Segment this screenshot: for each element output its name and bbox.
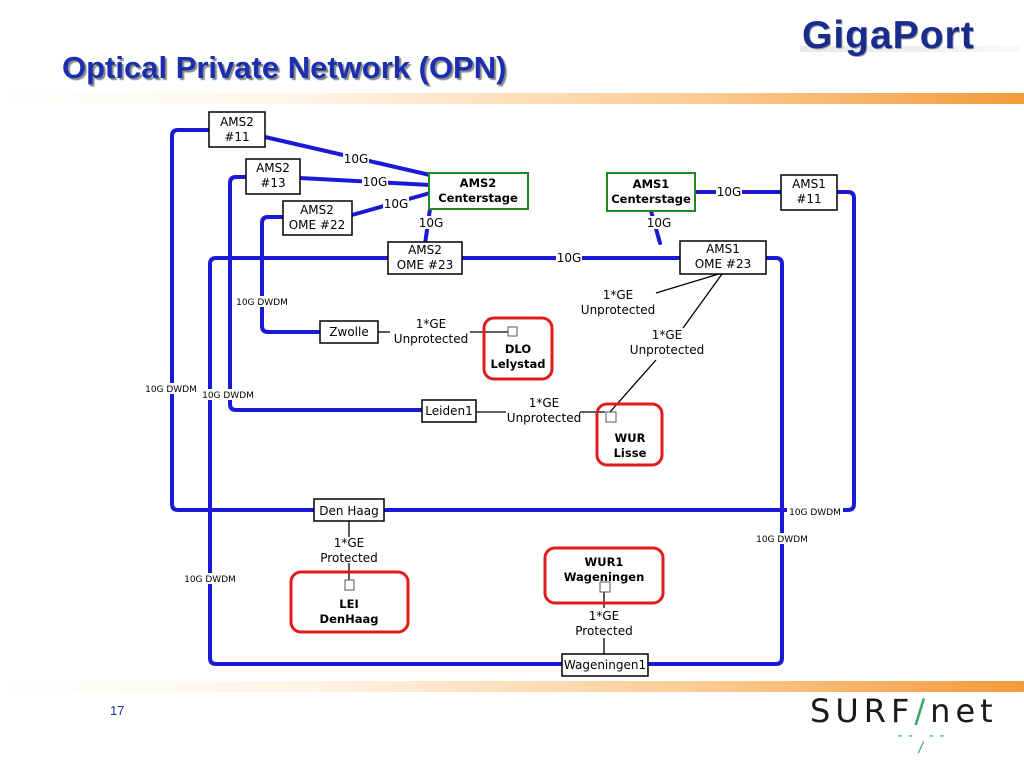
node-ams1-ome23-line2: OME #23	[695, 257, 752, 271]
site-wur1-line1: WUR1	[585, 555, 624, 569]
node-box-wageningen1	[561, 653, 649, 677]
link-dwdm-right-inner	[646, 256, 784, 666]
label-ge-ams1-dlo-line2: Unprotected	[581, 303, 655, 317]
bottom-accent-bar	[0, 681, 1024, 692]
label-dwdm-right-inner: 10G DWDM	[756, 535, 808, 545]
node-leiden1: Leiden1	[425, 404, 472, 418]
label-10g-ams1-center-ome23: 10G	[647, 216, 672, 230]
label-ge-ams1-wur-line2: Unprotected	[630, 343, 704, 357]
node-ams2-11-line2: #11	[224, 130, 249, 144]
site-dlo-line1: DLO	[505, 342, 531, 356]
label-ge-leiden-line1: 1*GE	[529, 396, 560, 410]
label-ge-denhaag-line1: 1*GE	[334, 536, 365, 550]
label-dwdm-right-outer: 10G DWDM	[789, 508, 841, 518]
node-ams1-center-line1: AMS1	[633, 177, 670, 191]
label-ge-denhaag-line2: Protected	[320, 551, 377, 565]
label-ge-ams1-wur-line1: 1*GE	[652, 328, 683, 342]
label-ge-wur1-line2: Protected	[575, 624, 632, 638]
site-ports	[344, 326, 617, 593]
site-wur-lisse-line2: Lisse	[614, 446, 647, 460]
node-zwolle: Zwolle	[329, 325, 368, 339]
node-wageningen1: Wageningen1	[564, 658, 646, 672]
node-ams2-13-line1: AMS2	[256, 161, 290, 175]
link-dwdm-left-outer	[170, 128, 316, 512]
site-box-lei	[289, 570, 410, 634]
label-dwdm-zwolle: 10G DWDM	[236, 298, 288, 308]
node-box-ams2-ome23	[387, 241, 463, 275]
node-ams1-11-line2: #11	[796, 192, 821, 206]
node-box-ams2-13	[245, 158, 301, 195]
label-dwdm-left-inner: 10G DWDM	[202, 391, 254, 401]
node-ams2-ome22-line2: OME #22	[289, 218, 346, 232]
node-ams2-11-line1: AMS2	[220, 115, 254, 129]
label-10g-ome23-ome23: 10G	[557, 251, 582, 265]
gigaport-logo: GigaPort	[802, 14, 975, 57]
node-den-haag: Den Haag	[319, 504, 378, 518]
node-box-den-haag	[313, 498, 385, 522]
link-dwdm-bottom-left	[208, 256, 564, 666]
site-lei-line2: DenHaag	[320, 612, 379, 626]
page-title: Optical Private Network (OPN)	[62, 50, 507, 85]
site-wur-lisse-line1: WUR	[615, 431, 646, 445]
port-wur-lisse	[605, 411, 617, 423]
node-boxes	[208, 111, 838, 677]
site-boxes	[289, 316, 665, 634]
label-10g-ams2-11: 10G	[344, 152, 369, 166]
node-ams1-center-line2: Centerstage	[611, 192, 691, 206]
site-lei-line1: LEI	[339, 597, 358, 611]
node-ams2-ome23-line1: AMS2	[408, 243, 442, 257]
node-box-ams2-center	[428, 172, 529, 210]
label-ge-zwolle-line1: 1*GE	[416, 317, 447, 331]
node-ams2-ome22-line1: AMS2	[300, 203, 334, 217]
label-ge-wur1-line1: 1*GE	[589, 609, 620, 623]
label-10g-center-ome23: 10G	[419, 216, 444, 230]
node-box-leiden1	[421, 399, 477, 423]
label-dwdm-bottom-left: 10G DWDM	[184, 575, 236, 585]
node-box-ams1-ome23	[679, 240, 767, 275]
node-ams2-center-line1: AMS2	[460, 176, 497, 190]
label-10g-ams2-13: 10G	[363, 175, 388, 189]
node-box-ams2-11	[208, 111, 266, 148]
label-ge-ams1-dlo-line1: 1*GE	[603, 288, 634, 302]
site-box-wur1	[543, 546, 665, 605]
site-box-dlo	[482, 316, 554, 381]
surfnet-logo-mark: -- -- /	[896, 728, 949, 756]
gigaport-logo-shadow	[800, 46, 1020, 52]
label-ge-leiden-line2: Unprotected	[507, 411, 581, 425]
node-ams1-ome23-line1: AMS1	[706, 242, 740, 256]
site-box-wur-lisse	[595, 402, 664, 467]
node-box-ams1-center	[606, 172, 696, 212]
node-ams2-center-line2: Centerstage	[438, 191, 518, 205]
site-dlo-line2: Lelystad	[491, 357, 546, 371]
ge-links	[348, 272, 723, 654]
surfnet-logo-suffix: net	[930, 692, 998, 730]
surfnet-logo-prefix: SURF	[810, 692, 915, 730]
top-accent-bar	[0, 93, 1024, 104]
node-box-zwolle	[319, 320, 379, 344]
port-dlo	[507, 326, 518, 337]
node-ams2-13-line2: #13	[260, 176, 285, 190]
node-ams1-11-line1: AMS1	[792, 177, 826, 191]
page-number: 17	[110, 703, 125, 718]
label-dwdm-left-outer: 10G DWDM	[145, 385, 197, 395]
surfnet-logo: SURF/net	[810, 692, 998, 730]
link-dwdm-zwolle	[260, 215, 322, 334]
node-box-ams2-ome22	[282, 200, 353, 236]
node-ams2-ome23-line2: OME #23	[397, 258, 454, 272]
network-links	[170, 128, 856, 666]
link-dwdm-leiden	[228, 175, 424, 412]
label-10g-ams1-center-11: 10G	[717, 185, 742, 199]
label-ge-zwolle-line2: Unprotected	[394, 332, 468, 346]
centerstage-boxes	[428, 172, 696, 212]
link-dwdm-right-outer	[382, 190, 856, 512]
port-lei	[344, 579, 355, 591]
node-box-ams1-11	[780, 174, 838, 211]
site-wur1-line2: Wageningen	[564, 570, 645, 584]
port-wur1	[599, 581, 611, 593]
surfnet-logo-slash: /	[914, 692, 931, 730]
label-10g-ome22: 10G	[384, 197, 409, 211]
